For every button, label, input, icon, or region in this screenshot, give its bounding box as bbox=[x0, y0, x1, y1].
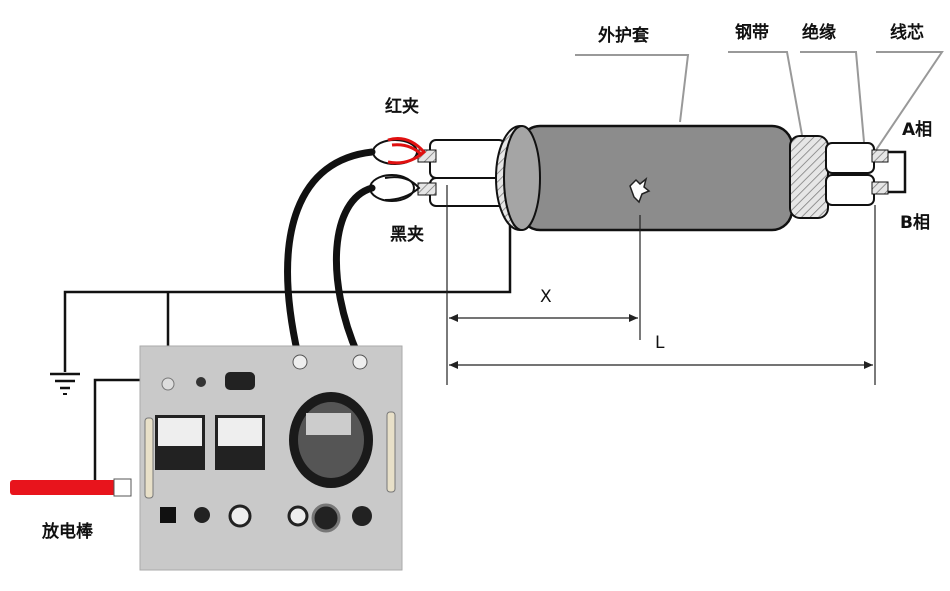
cable-outer-sheath bbox=[503, 124, 794, 232]
cable-right-end bbox=[789, 135, 907, 219]
discharge-rod bbox=[10, 478, 132, 497]
label-black-clip: 黑夹 bbox=[390, 224, 424, 245]
short-jumper bbox=[888, 150, 907, 194]
label-dim-l: L bbox=[655, 333, 665, 353]
label-insulation: 绝缘 bbox=[802, 22, 836, 43]
label-discharge-rod: 放电棒 bbox=[41, 521, 94, 542]
ground-icon bbox=[50, 372, 80, 395]
label-phase-b: B相 bbox=[900, 212, 930, 233]
red-clip bbox=[372, 137, 427, 165]
red-lead bbox=[284, 148, 376, 359]
dimension-lines bbox=[446, 185, 876, 385]
label-red-clip: 红夹 bbox=[385, 96, 419, 117]
label-steel-tape: 钢带 bbox=[735, 22, 769, 43]
black-clip bbox=[369, 174, 421, 202]
label-phase-a: A相 bbox=[902, 119, 932, 140]
label-outer-sheath: 外护套 bbox=[598, 25, 650, 46]
label-core: 线芯 bbox=[890, 22, 924, 43]
test-instrument bbox=[139, 345, 403, 571]
fault-point-icon bbox=[629, 176, 651, 204]
black-lead bbox=[333, 184, 376, 359]
leader-lines bbox=[575, 51, 944, 151]
label-dim-x: X bbox=[540, 287, 552, 307]
